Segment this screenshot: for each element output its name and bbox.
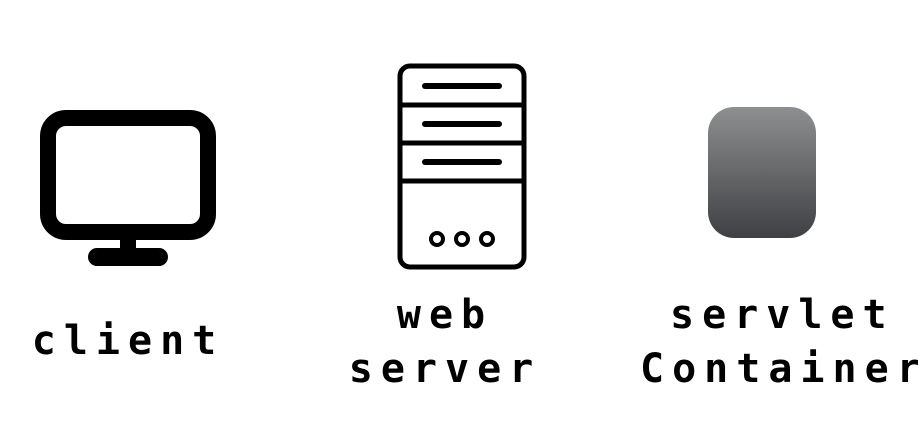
monitor-icon — [40, 110, 216, 266]
server-tower-icon — [397, 63, 527, 270]
rounded-square-icon — [708, 107, 816, 238]
servlet-container-label-line2: Container — [640, 346, 918, 392]
web-server-label-line1: web — [396, 292, 494, 338]
servlet-container-label-line1: servlet — [670, 292, 895, 338]
client-label: client — [31, 318, 225, 364]
web-server-label-line2: server — [348, 346, 542, 392]
